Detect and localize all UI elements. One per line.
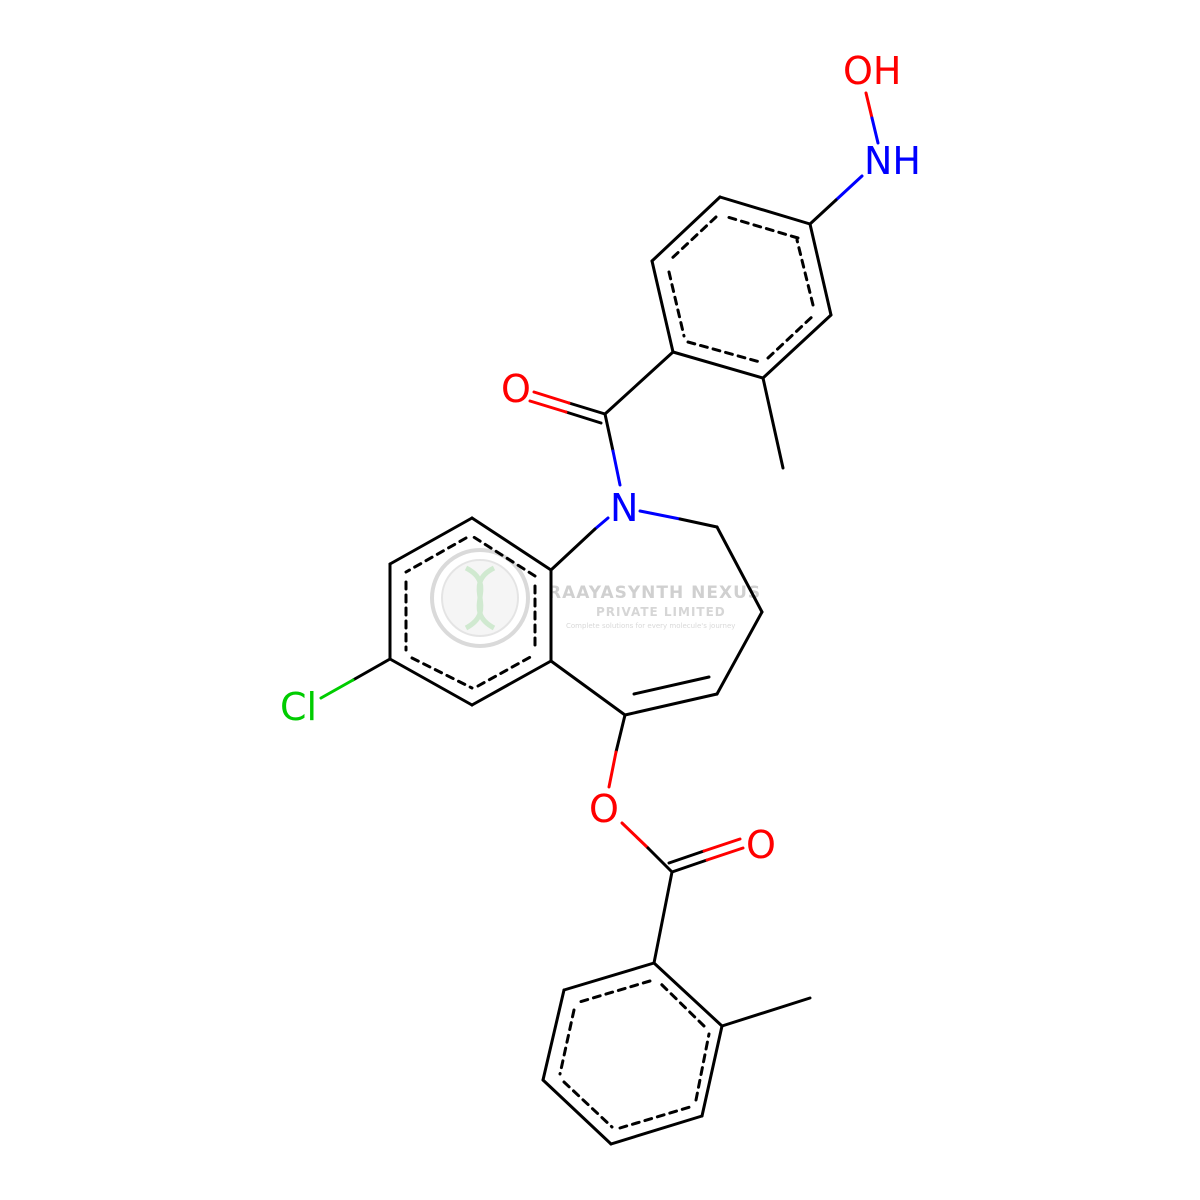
bond-aryl-cl — [351, 657, 392, 682]
ring-bond — [650, 195, 722, 263]
bond-n-c — [593, 516, 610, 531]
bond-ch-c-double — [623, 692, 719, 717]
ring-bond — [470, 516, 553, 572]
atom-label-nh: NH — [864, 139, 921, 183]
atom-label-oh: OH — [843, 49, 901, 93]
bond-n-aryl — [834, 174, 864, 202]
atom-label-o-ester: O — [589, 787, 619, 831]
ring-aromatic-dashes — [558, 979, 711, 1130]
bond-c-o-double2 — [670, 858, 709, 874]
benzo-aromatic-ring — [388, 516, 553, 707]
ring-bond — [650, 259, 675, 354]
bond-carbonyl-aryl — [652, 870, 674, 965]
bond-c-o-double — [567, 401, 607, 416]
ring-bond — [609, 1114, 704, 1146]
atom-label-n-ring: N — [610, 486, 638, 530]
ring-bond — [652, 961, 724, 1028]
bond-n-ch2 — [678, 517, 719, 529]
watermark-title: RAAYASYNTH NEXUS — [548, 583, 761, 603]
bond-aryl-cl — [319, 678, 355, 700]
bond-n-aryl — [808, 198, 838, 226]
ring-bond — [388, 516, 474, 566]
bond-c-aryl — [549, 659, 627, 717]
bottom-aromatic-ring — [541, 961, 724, 1146]
bonds — [319, 91, 880, 1146]
watermark-dna-icon — [464, 565, 496, 631]
bond-ch-c-double — [632, 675, 711, 696]
watermark-logo — [430, 548, 530, 648]
ring-bond — [761, 313, 833, 380]
bond-aryl-carbonyl — [603, 350, 675, 416]
upper-aromatic-ring — [650, 195, 833, 380]
ring-bond — [718, 195, 812, 226]
ring-bond — [562, 961, 656, 992]
bond-ch2-ch2 — [715, 525, 764, 614]
atom-label-cl: Cl — [280, 685, 317, 729]
ring-bond — [541, 1078, 613, 1146]
ring-bond — [470, 659, 553, 707]
watermark-subtitle: PRIVATE LIMITED — [596, 605, 726, 619]
atom-labels: OH NH O N Cl O O — [280, 49, 921, 867]
bond-methyl-lower — [720, 996, 812, 1028]
ring-bond — [541, 988, 566, 1082]
bond-n-ch2 — [638, 509, 682, 521]
bond-c-o-double2 — [702, 837, 742, 853]
ring-bond — [808, 222, 833, 317]
bond-o-n — [864, 91, 874, 120]
bond-o-carbonyl — [620, 821, 650, 850]
bond-o-carbonyl — [646, 846, 674, 874]
bond-c-o-ester — [607, 750, 618, 789]
atom-label-o-carbonyl: O — [501, 367, 531, 411]
bond-c-o-ester — [614, 713, 627, 754]
ring-aromatic-dashes — [667, 214, 817, 364]
bond-methyl-upper — [761, 376, 785, 470]
bond-c-o-double2 — [667, 849, 706, 865]
bond-c-o-double2 — [705, 846, 745, 862]
bond-c-o-double — [532, 390, 571, 405]
bond-c-o-double — [564, 410, 603, 425]
ring-aromatic-dashes — [404, 534, 537, 690]
ring-bond — [671, 350, 765, 380]
ring-bond — [388, 657, 474, 707]
ring-bond — [700, 1024, 724, 1118]
bond-o-n — [870, 116, 880, 145]
bond-n-c — [549, 527, 597, 572]
bond-ch2-ch — [715, 610, 764, 696]
watermark: RAAYASYNTH NEXUS PRIVATE LIMITED Complet… — [430, 548, 761, 648]
bond-c-n — [611, 449, 622, 487]
atom-label-o-ester-carbonyl: O — [746, 823, 776, 867]
bond-c-n — [603, 412, 615, 453]
watermark-tagline: Complete solutions for every molecule's … — [566, 622, 735, 630]
bond-c-o-double — [528, 399, 568, 414]
